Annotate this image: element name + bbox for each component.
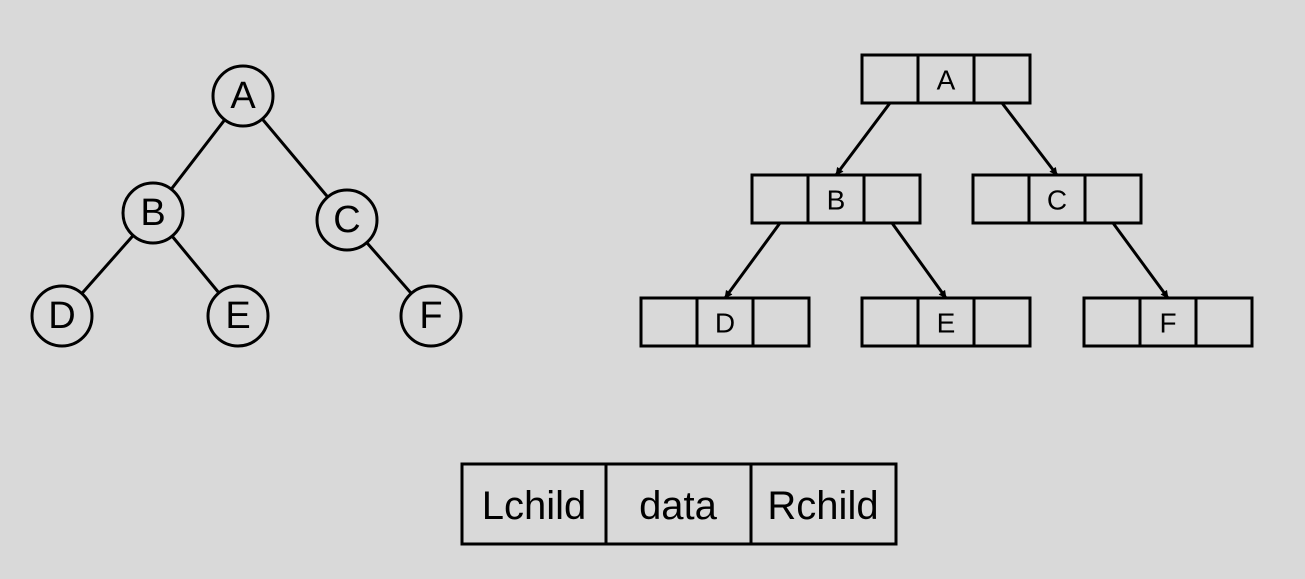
tree-node-circle <box>206 284 270 348</box>
tree-node-label: D <box>48 295 75 337</box>
linked-node-label: E <box>937 308 956 339</box>
linked-node-c: C <box>971 173 1143 225</box>
tree-edge-c-f <box>365 241 413 295</box>
pointer-arrow-c-f <box>1111 222 1170 299</box>
legend-lchild-label: Lchild <box>482 484 587 528</box>
linked-node-label: F <box>1159 308 1176 339</box>
tree-edges <box>80 118 413 295</box>
linked-node-box <box>971 173 1143 225</box>
tree-node-a: A <box>211 64 275 128</box>
linked-node-b: B <box>750 173 922 225</box>
pointer-arrow-a-b <box>834 102 892 176</box>
linked-node-label: A <box>937 65 956 96</box>
tree-edge-a-c <box>261 118 329 198</box>
linked-node-box <box>750 173 922 225</box>
linked-representation-diagram: A B C D E F <box>639 53 1254 348</box>
tree-edge-a-b <box>170 118 226 191</box>
linked-node-f: F <box>1082 296 1254 348</box>
tree-node-circle <box>211 64 275 128</box>
linked-node-box <box>639 296 811 348</box>
linked-node-label: D <box>715 308 735 339</box>
linked-pointer-arrows <box>723 102 1170 299</box>
tree-node-label: A <box>230 75 256 117</box>
tree-node-label: E <box>225 295 250 337</box>
pointer-arrow-a-c <box>1000 102 1059 176</box>
linked-node-box <box>860 296 1032 348</box>
legend-box <box>460 462 898 546</box>
tree-node-circle <box>315 188 379 252</box>
linked-node-box <box>1082 296 1254 348</box>
pointer-arrow-b-e <box>890 222 948 299</box>
linked-node-label: B <box>827 185 846 216</box>
node-structure-legend: Lchild data Rchild <box>460 462 898 546</box>
linked-node-a: A <box>860 53 1032 105</box>
tree-node-label: B <box>140 192 165 234</box>
tree-diagram: A B C D E F <box>30 64 463 348</box>
tree-node-d: D <box>30 284 94 348</box>
tree-node-c: C <box>315 188 379 252</box>
pointer-arrow-b-d <box>723 222 782 299</box>
tree-node-circle <box>30 284 94 348</box>
linked-node-label: C <box>1047 185 1067 216</box>
tree-node-label: C <box>333 199 360 241</box>
tree-node-circle <box>399 284 463 348</box>
linked-node-e: E <box>860 296 1032 348</box>
linked-node-d: D <box>639 296 811 348</box>
tree-edge-b-e <box>170 235 221 294</box>
tree-node-label: F <box>419 295 442 337</box>
tree-node-f: F <box>399 284 463 348</box>
tree-node-circle <box>121 181 185 245</box>
tree-node-e: E <box>206 284 270 348</box>
legend-data-label: data <box>639 484 718 528</box>
linked-node-box <box>860 53 1032 105</box>
linked-nodes: A B C D E F <box>639 53 1254 348</box>
tree-node-b: B <box>121 181 185 245</box>
tree-nodes: A B C D E F <box>30 64 463 348</box>
legend-rchild-label: Rchild <box>767 484 878 528</box>
tree-edge-b-d <box>80 234 135 295</box>
